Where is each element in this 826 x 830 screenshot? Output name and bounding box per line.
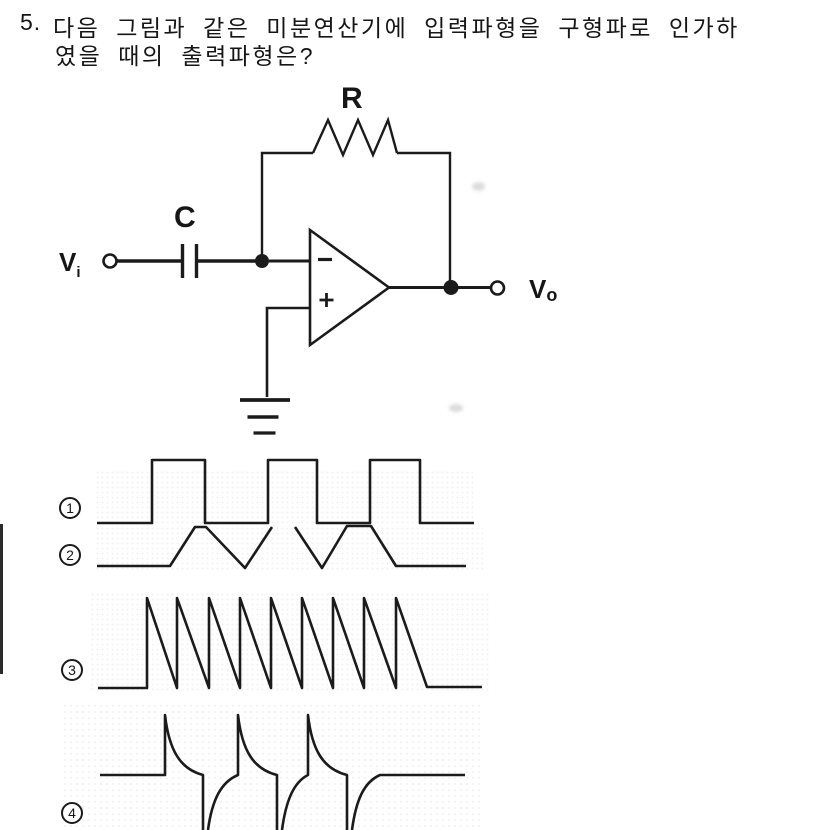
option-1-number: 1 (66, 500, 74, 516)
waveform-1-square-wave (97, 458, 474, 525)
question-text-line-2: 였을 때의 출력파형은? (55, 43, 316, 69)
input-voltage-subscript: i (76, 264, 80, 281)
output-voltage-subscript: o (546, 285, 557, 305)
feedback-wire-left (260, 151, 313, 261)
option-4-badge: 4 (61, 802, 83, 824)
question-text-line-1: 다음 그림과 같은 미분연산기에 입력파형을 구형파로 인가하 (53, 15, 740, 41)
option-1-badge: 1 (59, 497, 81, 519)
noninverting-input-wire (265, 306, 310, 397)
resistor-icon (311, 116, 399, 159)
option-2-number: 2 (66, 547, 74, 563)
ground-icon (240, 398, 290, 435)
scan-smudge (449, 404, 463, 412)
waveform-4-spike-wave (100, 713, 465, 830)
input-voltage-label: Vi (59, 247, 81, 281)
circuit-diagram: R C Vi Vo (59, 82, 557, 435)
output-node-dot (443, 280, 459, 295)
scan-smudge (472, 182, 485, 191)
resistor-label: R (341, 82, 363, 115)
input-voltage-symbol: V (59, 247, 77, 277)
option-3-number: 3 (68, 662, 76, 678)
option-waveforms (97, 458, 482, 830)
page-crease-line (0, 524, 3, 674)
question-number: 5. (20, 9, 42, 35)
option-4-number: 4 (68, 805, 76, 821)
feedback-wire-right (397, 151, 452, 281)
output-terminal-icon (489, 280, 506, 296)
waveform-3-sawtooth-wave (98, 596, 482, 690)
input-terminal-icon (102, 253, 118, 269)
capacitor-label: C (174, 201, 196, 234)
option-2-badge: 2 (59, 544, 81, 566)
output-voltage-symbol: V (529, 274, 547, 304)
option-3-badge: 3 (61, 659, 83, 681)
opamp-triangle-icon (308, 227, 392, 348)
opamp-plus-sign (319, 293, 334, 307)
output-voltage-label: Vo (529, 274, 557, 305)
waveform-2-trapezoid-wave (97, 524, 466, 570)
capacitor-icon (180, 244, 199, 278)
